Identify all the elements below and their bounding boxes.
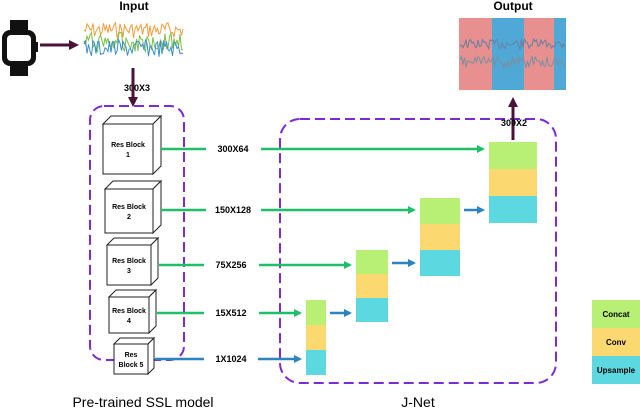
legend-item-conv: Conv: [592, 328, 640, 356]
res-block-3-label-2: 3: [127, 268, 131, 275]
ssl-caption: Pre-trained SSL model: [72, 394, 213, 410]
decoder-stacks: [306, 142, 537, 375]
decoder-stack-2: [356, 250, 388, 322]
output-signal-plot: [459, 18, 566, 90]
smartwatch-icon: [2, 20, 38, 76]
res-block-4: Res Block 4: [107, 288, 158, 335]
res-block-2-label-2: 2: [127, 214, 131, 221]
skip-shape-label-4: 15X512: [215, 308, 246, 318]
decoder-stack-1-upsample: [306, 350, 326, 375]
skip-shape-label-1: 300X64: [217, 144, 248, 154]
res-block-4-label-1: Res Block: [112, 308, 146, 315]
decoder-stack-1-conv: [306, 325, 326, 350]
decoder-stack-3-conv: [420, 224, 460, 250]
decoder-stack-3-upsample: [420, 250, 460, 276]
output-signal-2: [459, 54, 566, 70]
res-block-5-label-2: Block 5: [119, 362, 144, 369]
legend-item-upsample: Upsample: [592, 356, 640, 384]
legend-label: Concat: [602, 310, 629, 319]
decoder-stack-1: [306, 300, 326, 375]
res-block-1-label-2: 1: [126, 152, 130, 159]
jnet-caption: J-Net: [401, 394, 435, 410]
legend-label: Upsample: [597, 366, 636, 375]
res-block-3: Res Block 3: [105, 236, 160, 287]
legend-label: Conv: [606, 338, 627, 347]
decoder-stack-2-conv: [356, 274, 388, 298]
output-segment-2: [492, 18, 524, 90]
res-block-4-label-2: 4: [127, 318, 131, 325]
output-title: Output: [493, 0, 532, 13]
skip-shape-label-5: 1X1024: [215, 354, 246, 364]
decoder-stack-4-conv: [489, 169, 537, 196]
skip-shape-label-3: 75X256: [215, 260, 246, 270]
output-signal-1: [459, 37, 566, 51]
jnet-box: [279, 118, 557, 384]
res-block-1-label-1: Res Block: [111, 142, 145, 149]
input-signal-orange: [83, 21, 184, 39]
decoder-stack-2-upsample: [356, 298, 388, 322]
decoder-stack-4: [489, 142, 537, 223]
input-signal-green: [83, 30, 184, 54]
res-block-3-label-1: Res Block: [112, 258, 146, 265]
output-segment-3: [524, 18, 554, 90]
decoder-stack-1-concat: [306, 300, 326, 325]
output-shape-label: 300X2: [501, 118, 527, 128]
decoder-stack-4-upsample: [489, 196, 537, 223]
output-segment-1: [459, 18, 492, 90]
legend-item-concat: Concat: [592, 300, 640, 328]
output-segment-4: [554, 18, 566, 90]
decoder-stack-4-concat: [489, 142, 537, 169]
input-signal-blue: [83, 37, 184, 57]
skip-shape-label-2: 150X128: [215, 205, 251, 215]
decoder-stack-3: [420, 198, 460, 276]
skip-connections: 300X64 150X128 75X256 15X512 1X1024: [155, 144, 485, 364]
input-title: Input: [119, 0, 148, 13]
decoder-stack-2-concat: [356, 250, 388, 274]
res-block-1: Res Block 1: [101, 114, 163, 176]
decoder-stack-3-concat: [420, 198, 460, 224]
res-block-2-label-1: Res Block: [112, 204, 146, 211]
legend-swatch: [592, 356, 640, 384]
legend-swatch: [592, 300, 640, 328]
res-block-2: Res Block 2: [103, 179, 163, 235]
res-block-5-label-1: Res: [125, 352, 138, 359]
legend-swatch: [592, 328, 640, 356]
upsample-arrows: [330, 206, 485, 317]
input-signal-plot: [83, 21, 184, 57]
input-shape-label: 300X3: [124, 83, 150, 93]
